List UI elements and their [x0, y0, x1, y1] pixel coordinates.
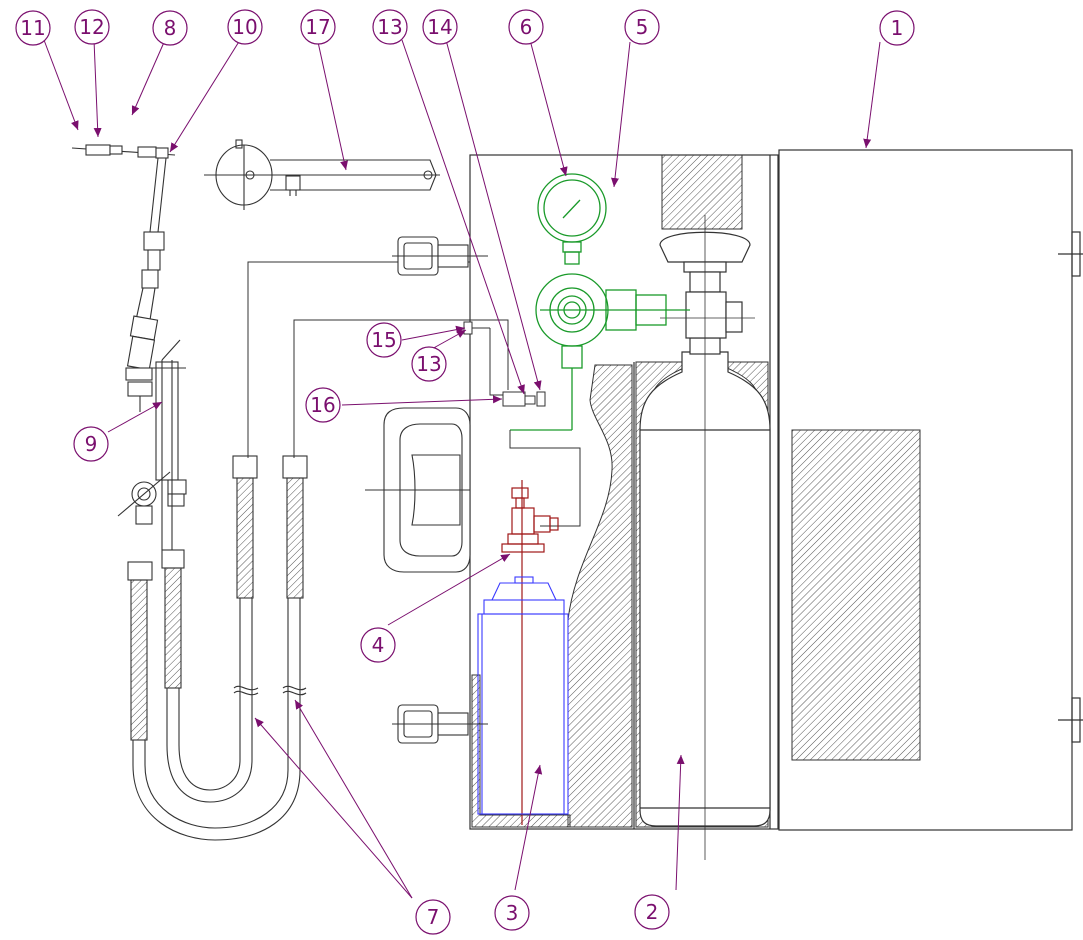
- callout-bubbles: 1 2 3 4 5 6 7 8 9 10 11 12 13 13 14 15 1…: [15, 9, 915, 935]
- callout-3: 3: [494, 895, 530, 931]
- callout-8: 8: [152, 10, 188, 46]
- foam-left-bottom: [471, 674, 571, 828]
- nozzle-tip: [85, 144, 111, 156]
- callout-1: 1: [879, 10, 915, 46]
- svg-text:10: 10: [232, 15, 257, 39]
- svg-text:11: 11: [20, 16, 45, 40]
- spare-part: [204, 139, 440, 210]
- case: [469, 149, 1083, 831]
- svg-text:8: 8: [164, 16, 177, 40]
- hoses: [127, 455, 308, 841]
- svg-text:12: 12: [79, 15, 104, 39]
- callout-7: 7: [415, 899, 451, 935]
- quick-connector: [463, 321, 546, 407]
- svg-text:1: 1: [891, 16, 904, 40]
- svg-text:5: 5: [636, 15, 649, 39]
- hose-spring-3: [236, 477, 254, 599]
- case-latches: [365, 236, 488, 744]
- canister-valve: [501, 480, 559, 825]
- torch-assembly: [71, 144, 187, 550]
- hose-spring-1: [130, 579, 148, 741]
- foam-lid-block: [791, 429, 921, 761]
- gas-canister: [477, 576, 569, 815]
- hose-spring-2: [164, 567, 182, 689]
- callout-15: 15: [366, 322, 402, 358]
- svg-text:7: 7: [427, 905, 440, 929]
- svg-text:16: 16: [310, 393, 335, 417]
- callout-17: 17: [300, 9, 336, 45]
- callout-12: 12: [74, 9, 110, 45]
- svg-text:6: 6: [520, 15, 533, 39]
- callout-13b: 13: [411, 346, 447, 382]
- callout-2: 2: [634, 894, 670, 930]
- foam-top-block: [661, 154, 743, 230]
- callout-6: 6: [508, 9, 544, 45]
- svg-text:2: 2: [646, 900, 659, 924]
- svg-text:13: 13: [377, 15, 402, 39]
- callout-16: 16: [305, 387, 341, 423]
- svg-text:17: 17: [305, 15, 330, 39]
- callout-leaders: [43, 39, 881, 899]
- gas-lines: [247, 261, 581, 527]
- hose-spring-4: [286, 477, 304, 599]
- callout-9: 9: [73, 426, 109, 462]
- svg-text:9: 9: [85, 432, 98, 456]
- callout-4: 4: [360, 627, 396, 663]
- svg-text:14: 14: [427, 15, 452, 39]
- callout-10: 10: [227, 9, 263, 45]
- callout-14: 14: [422, 9, 458, 45]
- callout-5: 5: [624, 9, 660, 45]
- svg-text:3: 3: [506, 901, 519, 925]
- callout-11: 11: [15, 10, 51, 46]
- svg-text:15: 15: [371, 328, 396, 352]
- regulator: [510, 173, 690, 431]
- svg-text:13: 13: [416, 352, 441, 376]
- callout-13a: 13: [372, 9, 408, 45]
- foam-left-curve: [567, 364, 633, 828]
- case-lid: [778, 149, 1073, 831]
- svg-text:4: 4: [372, 633, 385, 657]
